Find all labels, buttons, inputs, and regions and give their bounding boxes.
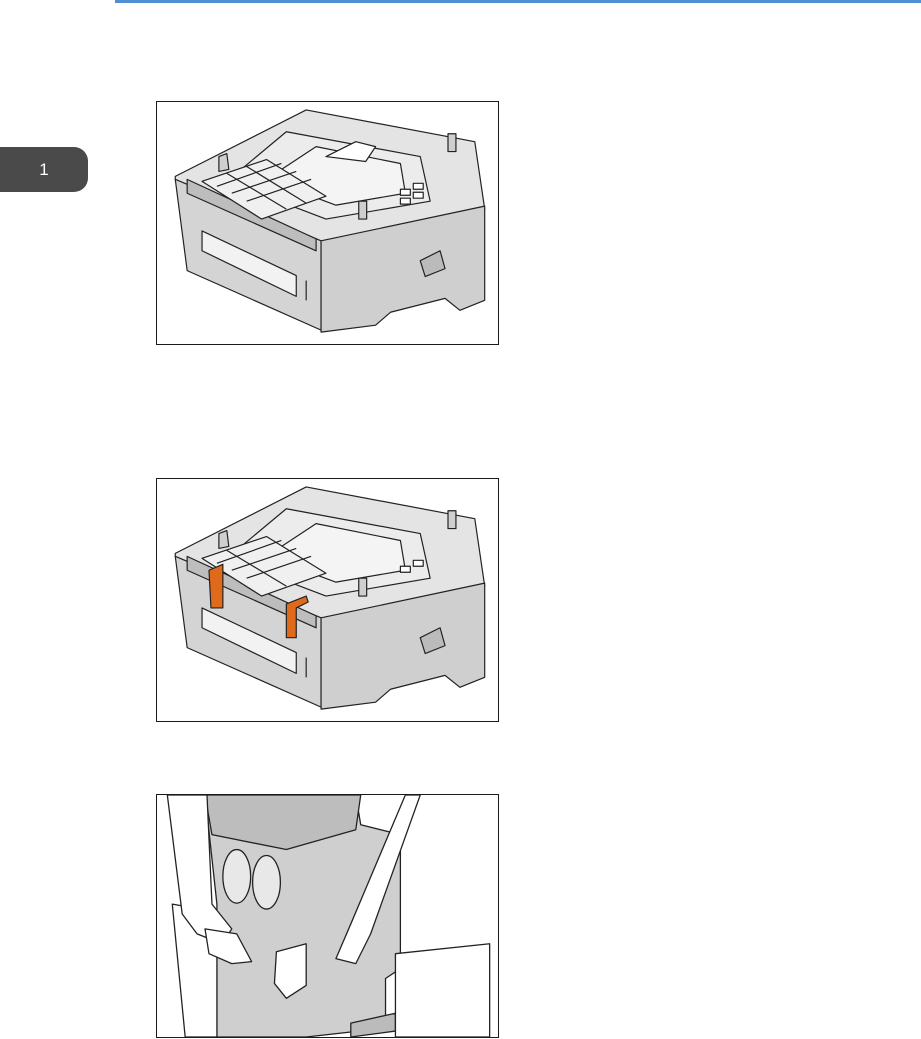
- figure-lifting-paper-feed-unit: [156, 794, 499, 1038]
- lifting-illustration: [157, 795, 498, 1037]
- chapter-tab: 1: [0, 147, 88, 192]
- figure-paper-feed-unit-with-tape: [156, 478, 499, 722]
- paper-feed-unit-illustration: [157, 102, 498, 344]
- paper-feed-unit-tape-illustration: [157, 479, 498, 721]
- tape-left: [209, 564, 223, 608]
- header-rule: [115, 0, 921, 3]
- figure-paper-feed-unit: [156, 101, 499, 345]
- chapter-number: 1: [39, 160, 48, 180]
